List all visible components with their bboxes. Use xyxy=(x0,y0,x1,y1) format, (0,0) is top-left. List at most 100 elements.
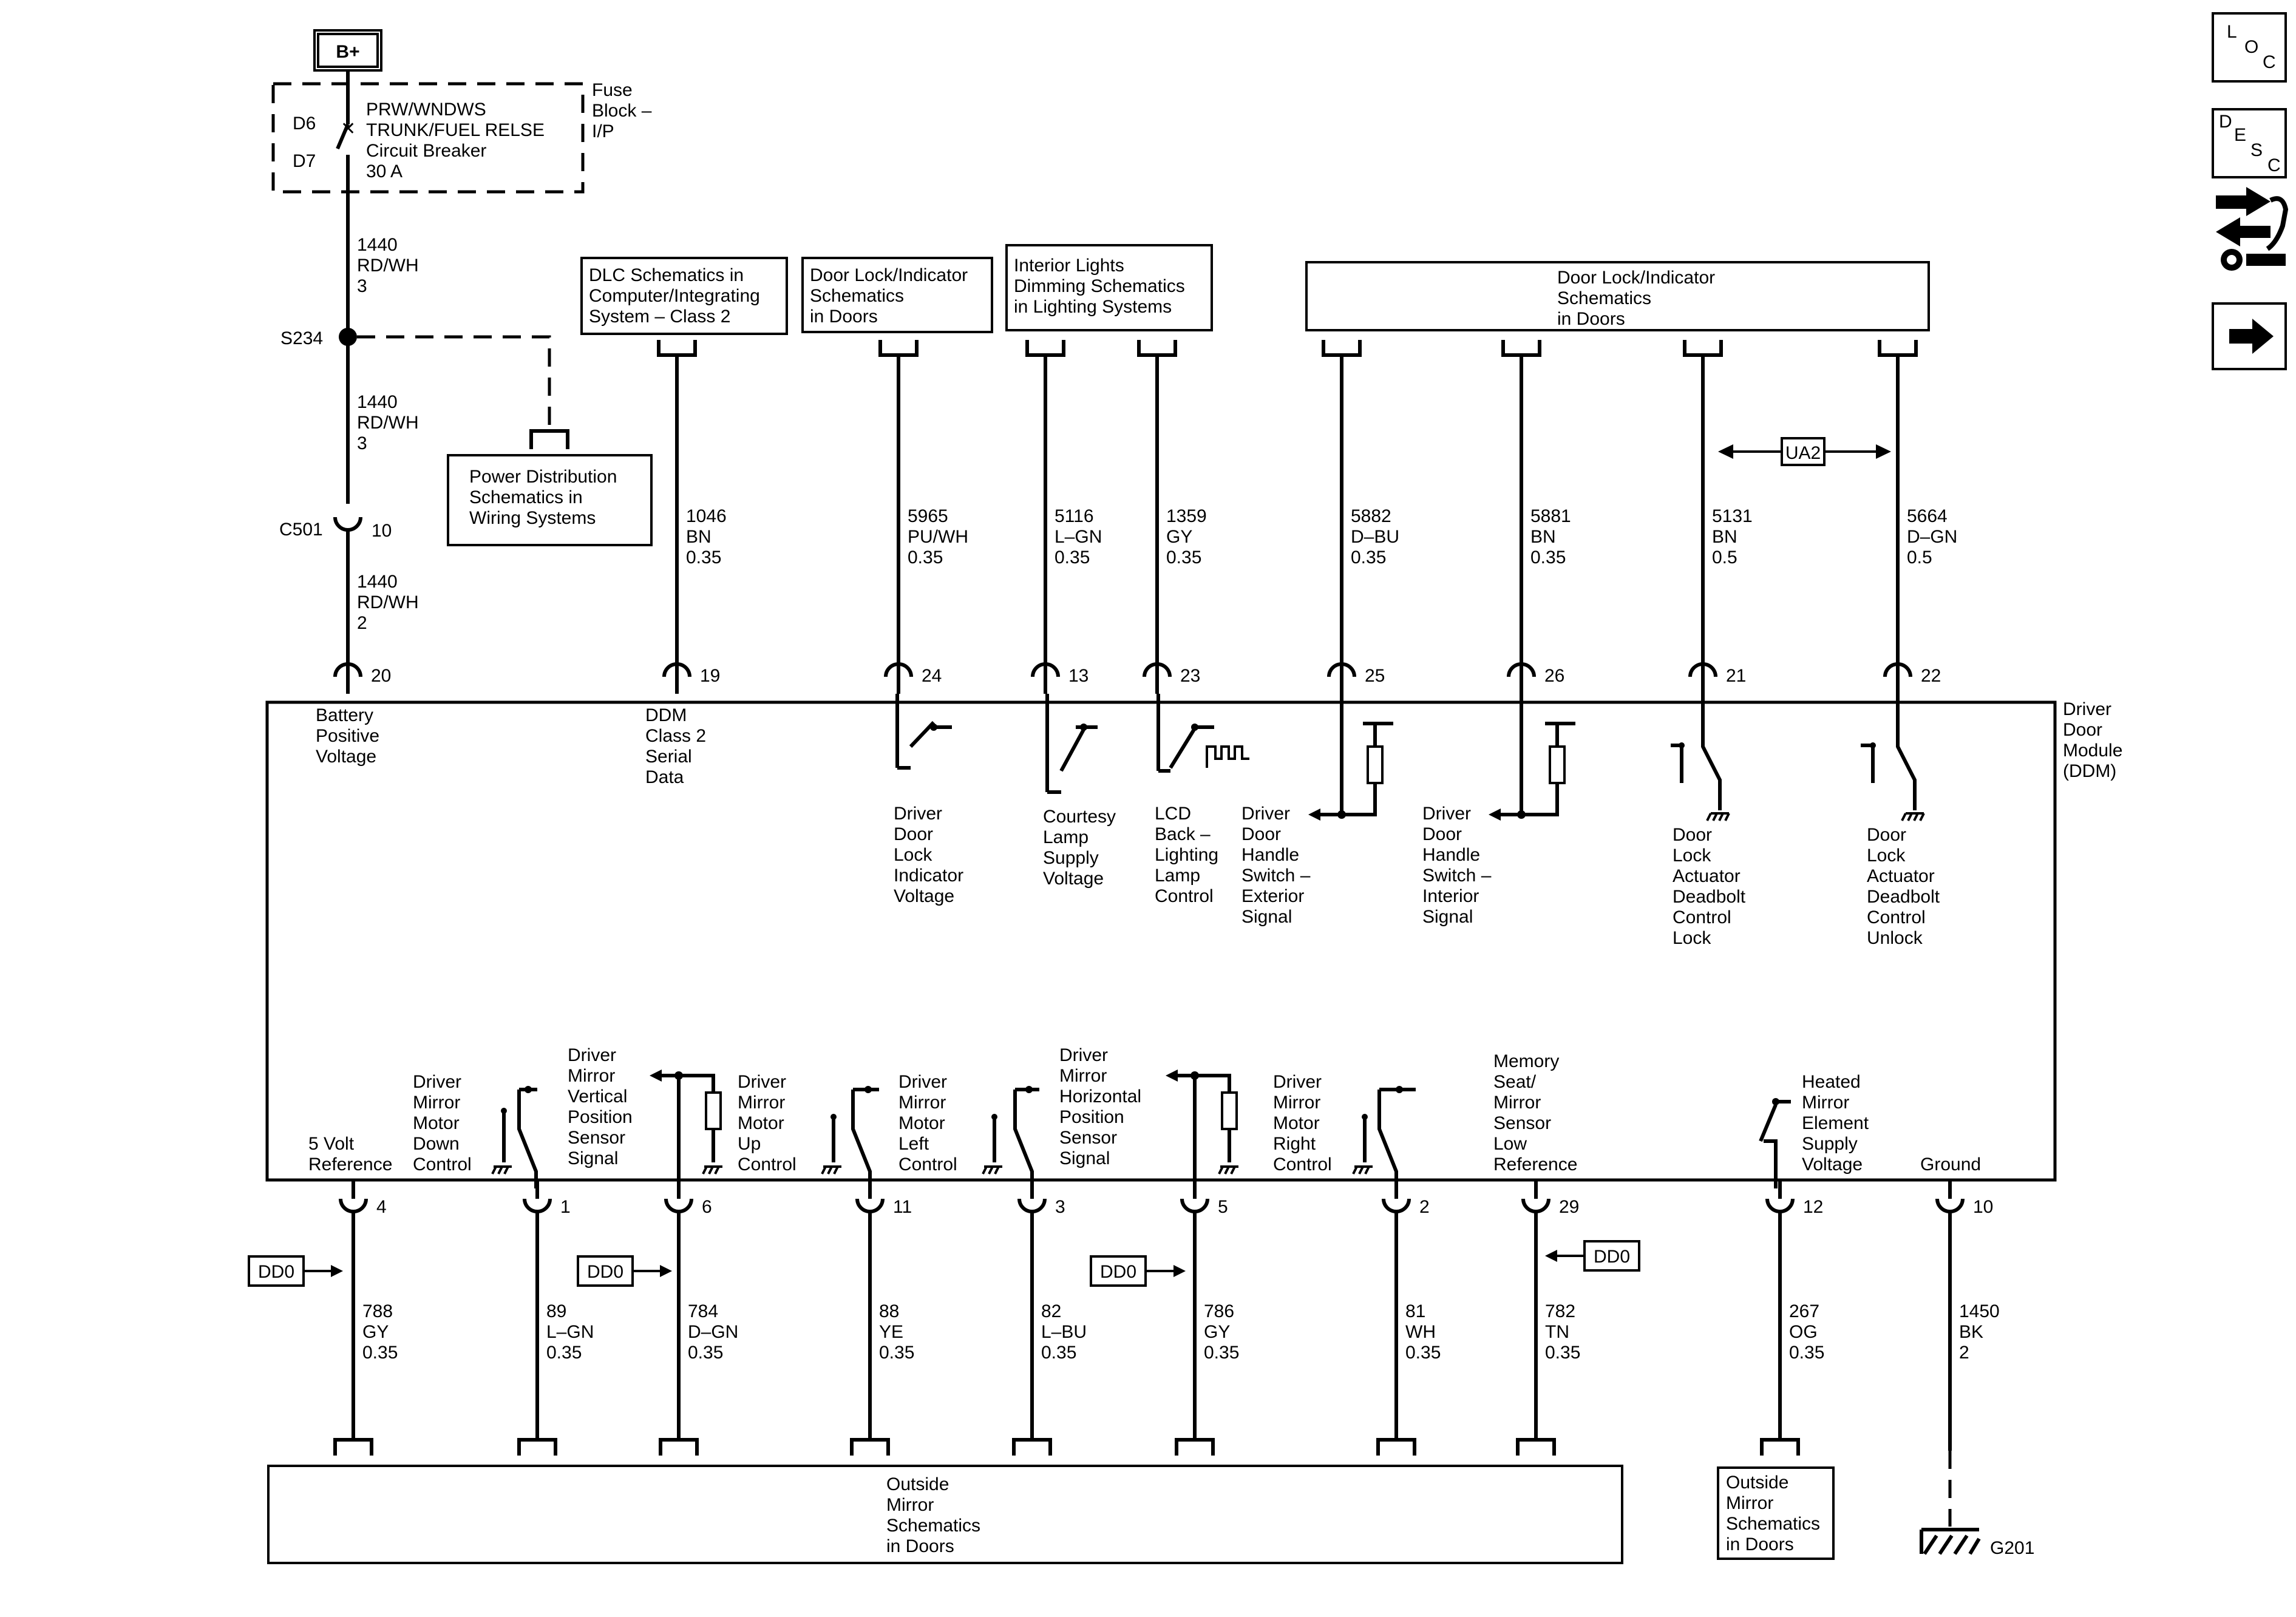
pin-number: 21 xyxy=(1726,666,1746,686)
circuit-label: Handle xyxy=(1422,845,1480,865)
circuit-label: Battery xyxy=(316,705,373,725)
wire-spec: 0.35 xyxy=(879,1343,914,1363)
svg-text:C: C xyxy=(2267,155,2281,175)
wire-spec: WH xyxy=(1405,1322,1436,1342)
circuit-label: Serial xyxy=(645,747,692,767)
svg-text:Dimming Schematics: Dimming Schematics xyxy=(1014,276,1185,296)
circuit-label: Driver xyxy=(1059,1045,1108,1065)
wire-spec: 0.35 xyxy=(1055,547,1090,568)
svg-text:Schematics: Schematics xyxy=(810,286,904,306)
top-circuit-pin-24: 245965PU/WH0.35DriverDoorLockIndicatorVo… xyxy=(884,355,968,906)
loc-icon[interactable]: L O C xyxy=(2212,12,2287,83)
circuit-label: Voltage xyxy=(316,747,376,767)
svg-text:in Lighting Systems: in Lighting Systems xyxy=(1014,297,1172,317)
internal-symbols-bottom xyxy=(491,1070,1791,1188)
wire-spec: 5664 xyxy=(1907,506,1948,526)
circuit-label: Driver xyxy=(898,1072,947,1092)
wire-spec: GY xyxy=(1204,1322,1230,1342)
svg-text:1440: 1440 xyxy=(357,392,398,412)
wire-spec: 0.35 xyxy=(1405,1343,1441,1363)
wire-spec: 0.35 xyxy=(1204,1343,1239,1363)
top-circuit-pin-22: 225664D–GN0.5DoorLockActuatorDeadboltCon… xyxy=(1867,355,1957,948)
circuit-label: Mirror xyxy=(568,1066,615,1086)
circuit-label: Voltage xyxy=(894,886,954,906)
circuit-label: Mirror xyxy=(1059,1066,1107,1086)
svg-text:Door Lock/Indicator: Door Lock/Indicator xyxy=(1557,268,1715,288)
wire-spec: 0.35 xyxy=(908,547,943,568)
circuit-label: Mirror xyxy=(1493,1093,1541,1113)
svg-text:in Doors: in Doors xyxy=(1726,1534,1794,1554)
wire-spec: 81 xyxy=(1405,1301,1425,1321)
circuit-label: Vertical xyxy=(568,1086,627,1107)
circuit-label: Positive xyxy=(316,726,379,746)
circuit-label: Driver xyxy=(413,1072,461,1092)
wire-spec: 0.35 xyxy=(546,1343,582,1363)
fuse-block-label-2: Block – xyxy=(592,101,652,121)
wire-spec: BN xyxy=(1712,527,1737,547)
wire-spec: 1046 xyxy=(686,506,727,526)
circuit-label: Class 2 xyxy=(645,726,706,746)
circuit-label: Door xyxy=(1673,825,1712,845)
svg-text:DD0: DD0 xyxy=(1100,1262,1136,1282)
desc-icon[interactable]: D E S C xyxy=(2212,108,2287,178)
wire-spec: 0.35 xyxy=(1530,547,1566,568)
wire-spec: L–GN xyxy=(1055,527,1102,547)
wire-spec: 0.35 xyxy=(1545,1343,1580,1363)
circuit-label: Lock xyxy=(1673,928,1711,948)
circuit-label: Sensor xyxy=(1059,1128,1117,1148)
circuit-label: Door xyxy=(894,824,933,844)
circuit-label: Driver xyxy=(1273,1072,1322,1092)
bottom-circuit-pin-6: 6784D–GN0.35DriverMirrorVerticalPosition… xyxy=(568,1045,738,1456)
circuit-label: Deadbolt xyxy=(1673,887,1746,907)
circuit-label: Voltage xyxy=(1802,1154,1863,1175)
pin-number: 24 xyxy=(922,666,942,686)
wire-spec: 784 xyxy=(688,1301,718,1321)
circuit-label: Low xyxy=(1493,1134,1527,1154)
circuit-label: Control xyxy=(1867,907,1926,927)
circuit-label: Up xyxy=(738,1134,761,1154)
circuit-label: Driver xyxy=(1422,804,1471,824)
dd0-marker-pin4: DD0 xyxy=(248,1255,343,1287)
wire-spec: D–GN xyxy=(688,1322,738,1342)
fuse-block-label-3: I/P xyxy=(592,121,614,141)
circuit-label: Control xyxy=(738,1154,796,1175)
next-arrow-icon[interactable] xyxy=(2212,302,2287,370)
pin-number: 25 xyxy=(1365,666,1385,686)
circuit-label: Lamp xyxy=(1043,827,1089,847)
pin-number: 19 xyxy=(700,666,720,686)
connector-label: C501 xyxy=(279,520,323,540)
wire-spec: 0.35 xyxy=(1351,547,1386,568)
circuit-label: Left xyxy=(898,1134,929,1154)
svg-text:3: 3 xyxy=(357,276,367,296)
splice-s234: S234 xyxy=(280,328,569,449)
wire-spec: 0.5 xyxy=(1907,547,1932,568)
fuse-line-4: 30 A xyxy=(366,161,402,181)
wire-spec: YE xyxy=(879,1322,903,1342)
internal-symbols-top xyxy=(895,694,1925,821)
wire-spec: 0.35 xyxy=(1166,547,1201,568)
svg-text:3: 3 xyxy=(357,433,367,453)
wire-seg-1: 1440 RD/WH 3 xyxy=(357,235,419,296)
battery-source: B+ xyxy=(313,29,382,72)
svg-text:System – Class 2: System – Class 2 xyxy=(589,307,730,327)
fuse-pin-d6: D6 xyxy=(293,114,316,134)
circuit-label: Sensor xyxy=(568,1128,625,1148)
top-circuit-pin-21: 215131BN0.5DoorLockActuatorDeadboltContr… xyxy=(1673,355,1753,948)
svg-text:DLC Schematics in: DLC Schematics in xyxy=(589,265,744,285)
circuit-label: Lamp xyxy=(1155,866,1200,886)
circuit-label: Indicator xyxy=(894,866,963,886)
tools-icon[interactable] xyxy=(2216,187,2289,271)
wire-spec: 786 xyxy=(1204,1301,1234,1321)
circuit-label: Control xyxy=(1273,1154,1332,1175)
svg-text:Door: Door xyxy=(2063,720,2102,740)
circuit-label: Actuator xyxy=(1867,866,1935,886)
driver-door-module xyxy=(265,700,2057,1182)
connector-c501: C501 10 xyxy=(279,517,392,677)
pin-number: 23 xyxy=(1180,666,1200,686)
pin-number: 26 xyxy=(1544,666,1564,686)
wire-spec: 5965 xyxy=(908,506,948,526)
wire-spec: 788 xyxy=(362,1301,393,1321)
